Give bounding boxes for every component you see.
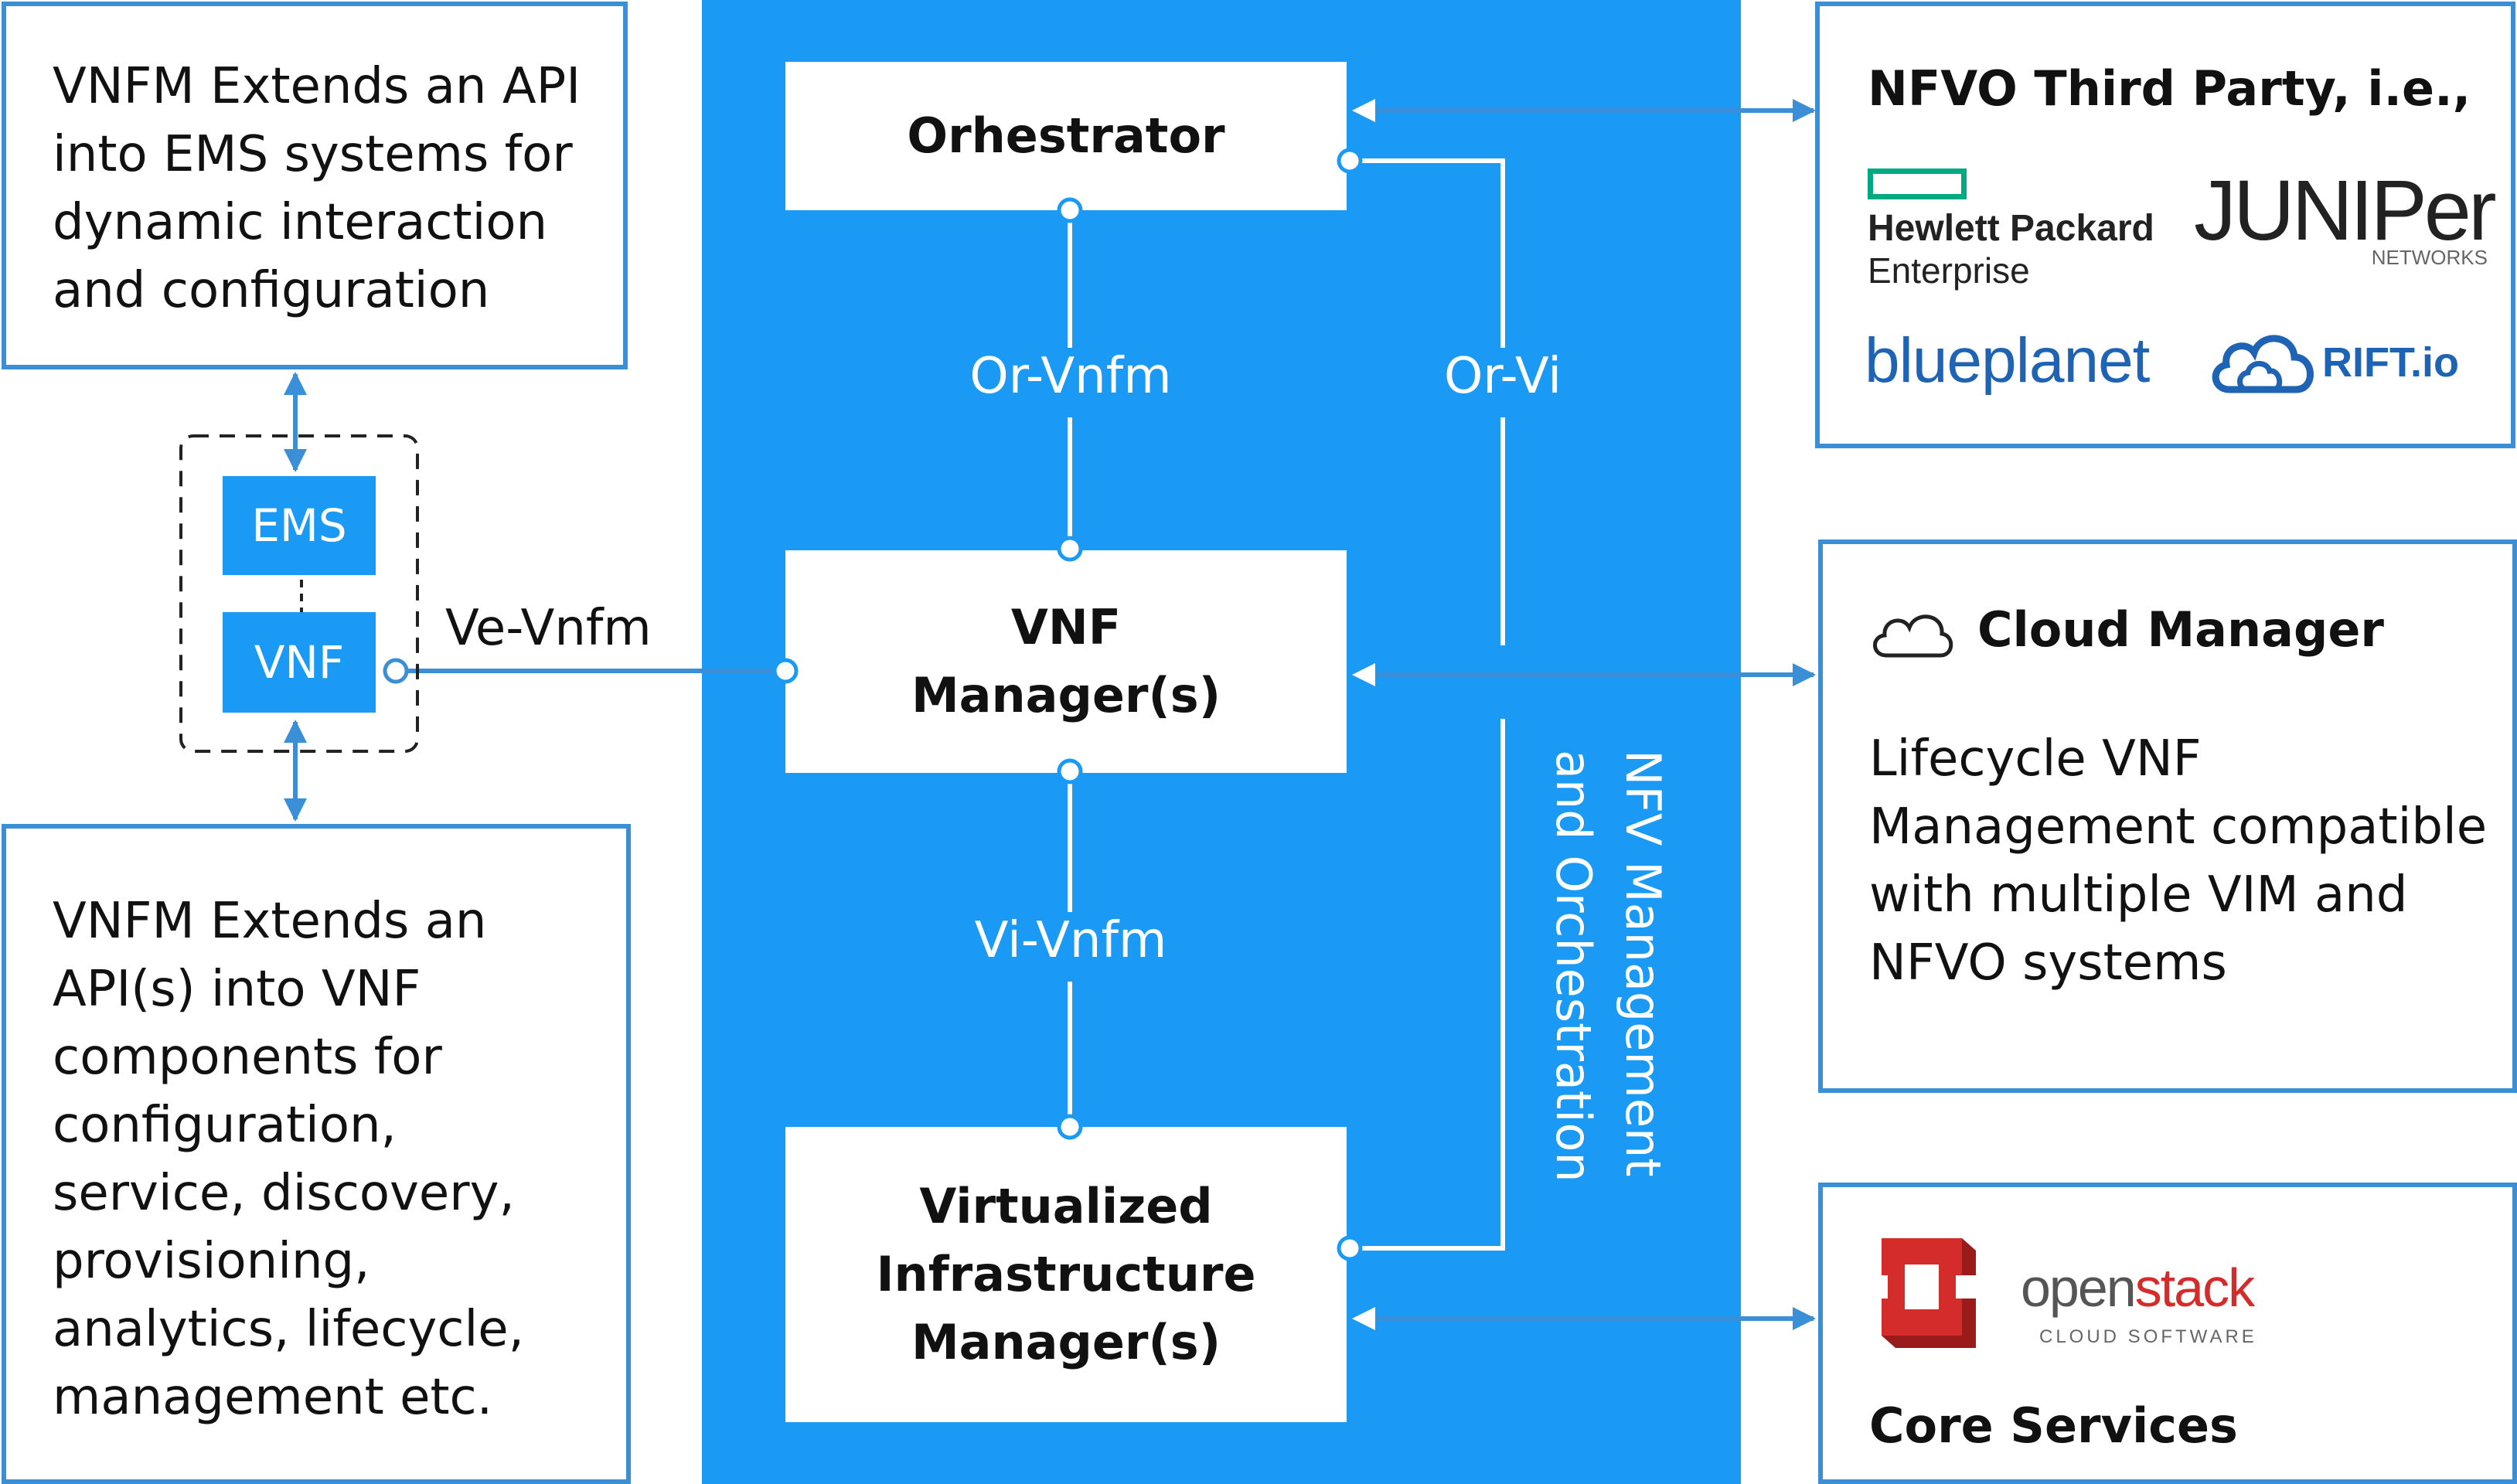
hpe-green-rect xyxy=(1868,168,1967,199)
cloud-manager-title: Cloud Manager xyxy=(1977,601,2384,658)
vim-box: Virtualized Infrastructure Manager(s) xyxy=(785,1127,1347,1422)
nfvo-third-party-box: NFVO Third Party, i.e., Hewlett Packard … xyxy=(1815,2,2515,448)
juniper-logo: JUNIPer NETWORKS xyxy=(2194,163,2497,277)
dot-vim-right xyxy=(1337,1235,1363,1261)
dot-orch-right xyxy=(1337,148,1363,174)
openstack-wordmark: openstack xyxy=(2021,1257,2255,1319)
vnf-description-box: VNFM Extends an API(s) into VNF componen… xyxy=(2,824,631,1484)
ems-description-box: VNFM Extends an API into EMS systems for… xyxy=(2,2,628,369)
dot-vnf-right xyxy=(383,658,409,684)
orchestrator-box: Orhestrator xyxy=(785,62,1347,210)
vnf-manager-box: VNF Manager(s) xyxy=(785,550,1347,773)
vim-label: Virtualized Infrastructure Manager(s) xyxy=(876,1178,1256,1370)
rift-cloud-icon xyxy=(2212,335,2314,393)
core-services-box: openstack CLOUD SOFTWARE Core Services xyxy=(1818,1183,2517,1484)
dot-vnfm-bottom xyxy=(1057,758,1083,785)
rift-wordmark: RIFT.io xyxy=(2322,339,2459,386)
ems-box: EMS xyxy=(223,476,376,575)
cloud-icon xyxy=(1873,614,1953,658)
vim-side-line xyxy=(1350,719,1505,1251)
ve-vnfm-label: Ve-Vnfm xyxy=(445,600,652,657)
openstack-open: open xyxy=(2021,1258,2137,1318)
or-vi-label: Or-Vi xyxy=(1418,348,1588,417)
rift-logo: RIFT.io xyxy=(2206,323,2469,408)
vnf-manager-label: VNF Manager(s) xyxy=(911,599,1221,723)
dot-vim-top xyxy=(1057,1114,1083,1140)
dot-ve-vnfm-right xyxy=(772,658,799,684)
hpe-logo: Hewlett Packard Enterprise xyxy=(1868,168,2169,292)
dot-orch-bottom xyxy=(1057,197,1083,223)
vnf-box: VNF xyxy=(223,612,376,713)
hpe-line1: Hewlett Packard xyxy=(1868,208,2154,249)
hpe-line2: Enterprise xyxy=(1868,250,2030,291)
ems-description-text: VNFM Extends an API into EMS systems for… xyxy=(53,58,581,319)
openstack-icon xyxy=(1871,1238,1987,1348)
or-vi-line xyxy=(1350,158,1505,645)
nfvo-title: NFVO Third Party, i.e., xyxy=(1868,60,2471,117)
vnf-description-text: VNFM Extends an API(s) into VNF componen… xyxy=(53,893,524,1426)
juniper-networks: NETWORKS xyxy=(2371,246,2488,269)
dot-vnfm-top xyxy=(1057,536,1083,562)
cloud-manager-box: Cloud Manager Lifecycle VNF Management c… xyxy=(1818,539,2517,1093)
juniper-wordmark: JUNIPer xyxy=(2194,163,2497,258)
core-services-title: Core Services xyxy=(1869,1397,2238,1454)
cloud-manager-text: Lifecycle VNF Management compatible with… xyxy=(1869,730,2488,992)
or-vnfm-label: Or-Vnfm xyxy=(951,348,1190,417)
nfv-mano-title: NFV Management and Orchestration xyxy=(1545,750,1671,1183)
openstack-sub: CLOUD SOFTWARE xyxy=(2039,1326,2257,1347)
ems-vnf-group xyxy=(179,434,419,753)
openstack-stack: stack xyxy=(2134,1258,2255,1318)
blueplanet-logo: blueplanet xyxy=(1865,325,2150,396)
vi-vnfm-label: Vi-Vnfm xyxy=(951,912,1190,982)
